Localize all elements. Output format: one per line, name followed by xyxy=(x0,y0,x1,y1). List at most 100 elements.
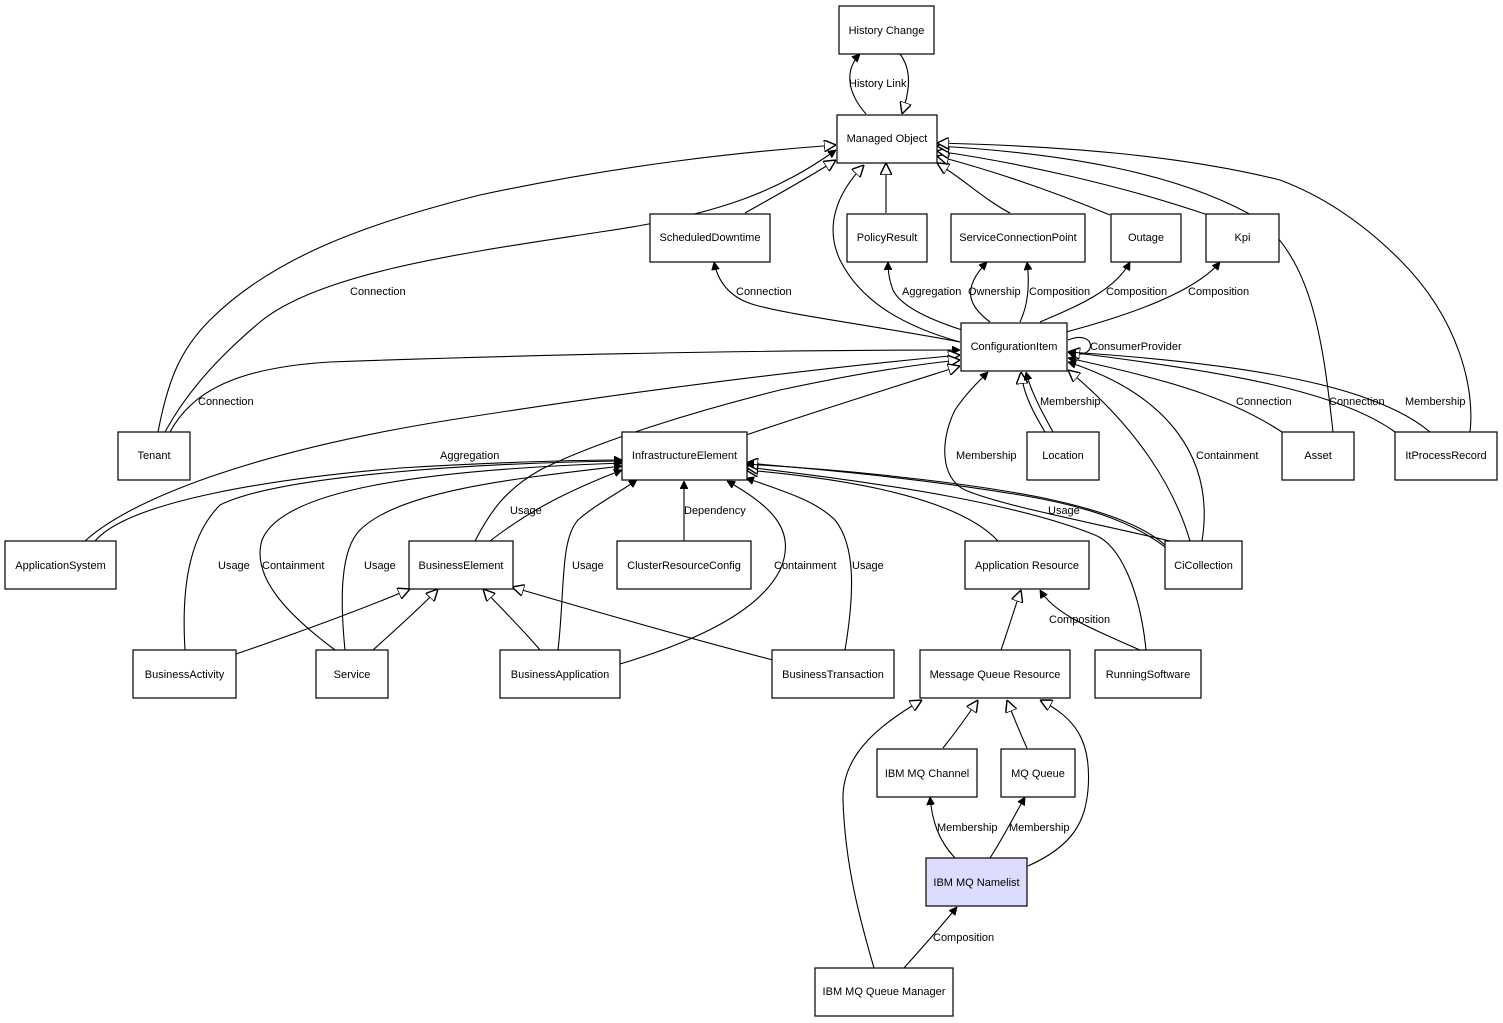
node-cluster-resource-config[interactable]: ClusterResourceConfig xyxy=(616,540,752,590)
node-label: Asset xyxy=(1304,450,1332,462)
node-label: Message Queue Resource xyxy=(930,669,1061,681)
edge-label-composition: Composition xyxy=(1106,286,1167,298)
node-label: Service xyxy=(334,669,371,681)
node-business-transaction[interactable]: BusinessTransaction xyxy=(771,649,895,699)
edge-label-membership: Membership xyxy=(956,450,1017,462)
node-label: IBM MQ Queue Manager xyxy=(823,986,946,998)
node-configuration-item[interactable]: ConfigurationItem xyxy=(960,322,1068,372)
node-managed-object[interactable]: Managed Object xyxy=(836,114,938,164)
node-kpi[interactable]: Kpi xyxy=(1205,213,1280,263)
edge-ci-composition-kpi xyxy=(1065,262,1220,333)
edge-business-activity-to-be xyxy=(235,589,410,655)
edge-business-element-usage-ie xyxy=(489,470,622,542)
edge-label-ownership: Ownership xyxy=(968,286,1021,298)
edge-ci-consumer-provider xyxy=(1068,337,1092,354)
edge-ci-composition-outage xyxy=(1039,262,1131,323)
edge-cicollection-usage-ie xyxy=(746,464,1166,546)
edge-service-to-be xyxy=(372,589,438,651)
edge-ibm-mq-queue-manager-to-mqr xyxy=(842,700,922,969)
edge-label-aggregation: Aggregation xyxy=(902,286,961,298)
node-application-system[interactable]: ApplicationSystem xyxy=(4,540,117,590)
edge-tenant-connection-ci xyxy=(169,350,960,433)
node-label: Managed Object xyxy=(847,133,928,145)
edge-location-membership-ci xyxy=(1026,372,1054,433)
node-ibm-mq-channel[interactable]: IBM MQ Channel xyxy=(876,748,978,798)
edge-scp-to-managed-object xyxy=(937,163,1011,214)
edge-running-software-composition-ar xyxy=(1039,590,1141,651)
node-it-process-record[interactable]: ItProcessRecord xyxy=(1394,431,1498,481)
edge-history-change-to-managed-object xyxy=(900,53,909,114)
edge-label-usage: Usage xyxy=(852,560,884,572)
edge-label-connection: Connection xyxy=(736,286,792,298)
node-ci-collection[interactable]: CiCollection xyxy=(1164,540,1243,590)
edge-cicollection-to-ci xyxy=(1068,370,1191,542)
node-location[interactable]: Location xyxy=(1026,431,1100,481)
node-label: ScheduledDowntime xyxy=(660,232,761,244)
edge-label-usage: Usage xyxy=(218,560,250,572)
edge-label-connection: Connection xyxy=(1236,396,1292,408)
edge-label-consumer-provider: ConsumerProvider xyxy=(1090,341,1182,353)
edge-service-usage-ie xyxy=(341,466,622,651)
edge-kpi-to-managed-object xyxy=(937,151,1209,216)
edge-label-history-link: History Link xyxy=(849,78,907,90)
edge-tenant-connection-managed-object xyxy=(164,150,836,433)
node-scheduled-downtime[interactable]: ScheduledDowntime xyxy=(649,213,771,263)
edge-label-dependency: Dependency xyxy=(684,505,746,517)
edge-business-element-to-ci xyxy=(474,360,960,542)
node-mq-queue[interactable]: MQ Queue xyxy=(1000,748,1076,798)
edge-ci-ownership-scp xyxy=(970,262,991,323)
edge-itpr-to-ci xyxy=(1068,352,1396,433)
node-ibm-mq-queue-manager[interactable]: IBM MQ Queue Manager xyxy=(814,967,954,1017)
node-history-change[interactable]: History Change xyxy=(838,5,935,55)
node-label: ItProcessRecord xyxy=(1405,450,1486,462)
edge-label-membership: Membership xyxy=(1040,396,1101,408)
node-ibm-mq-namelist[interactable]: IBM MQ Namelist xyxy=(925,857,1028,907)
node-running-software[interactable]: RunningSoftware xyxy=(1094,649,1202,699)
nodes: History Change Managed Object ScheduledD… xyxy=(4,5,1498,1017)
edge-tenant-to-managed-object xyxy=(157,145,836,433)
node-label: Application Resource xyxy=(975,560,1079,572)
node-asset[interactable]: Asset xyxy=(1281,431,1355,481)
edge-cicollection-to-ie xyxy=(746,463,1166,548)
edges xyxy=(84,53,1472,969)
node-policy-result[interactable]: PolicyResult xyxy=(846,213,928,263)
node-label: BusinessApplication xyxy=(511,669,609,681)
node-business-application[interactable]: BusinessApplication xyxy=(499,649,621,699)
edge-ibm-mq-channel-to-mqr xyxy=(942,700,978,749)
edge-label-aggregation: Aggregation xyxy=(440,450,499,462)
edge-label-usage: Usage xyxy=(364,560,396,572)
edge-label-connection: Connection xyxy=(198,396,254,408)
edge-labels: History Link Connection Connection Aggre… xyxy=(198,78,1466,944)
edge-ibm-mq-namelist-to-mqr xyxy=(1027,700,1090,867)
node-label: Kpi xyxy=(1235,232,1251,244)
edge-business-application-containment-ie xyxy=(619,480,786,665)
node-label: InfrastructureElement xyxy=(632,450,737,462)
node-application-resource[interactable]: Application Resource xyxy=(964,540,1090,590)
node-outage[interactable]: Outage xyxy=(1110,213,1182,263)
edge-label-containment: Containment xyxy=(262,560,324,572)
edge-itpr-to-managed-object xyxy=(937,143,1472,433)
node-business-activity[interactable]: BusinessActivity xyxy=(132,649,237,699)
node-business-element[interactable]: BusinessElement xyxy=(408,540,514,590)
node-label: ApplicationSystem xyxy=(15,560,106,572)
node-label: RunningSoftware xyxy=(1106,669,1190,681)
edge-message-queue-resource-to-ar xyxy=(1000,590,1021,651)
node-message-queue-resource[interactable]: Message Queue Resource xyxy=(919,649,1071,699)
edge-asset-connection-ci xyxy=(1068,358,1283,433)
edge-cicollection-membership-ci xyxy=(944,372,1171,542)
edge-application-resource-to-ie xyxy=(746,470,999,542)
edge-ci-to-managed-object xyxy=(832,165,961,343)
node-label: History Change xyxy=(849,25,925,37)
node-label: ConfigurationItem xyxy=(971,341,1058,353)
node-label: Tenant xyxy=(137,450,170,462)
node-label: CiCollection xyxy=(1174,560,1233,572)
node-service-connection-point[interactable]: ServiceConnectionPoint xyxy=(950,213,1086,263)
node-service[interactable]: Service xyxy=(315,649,389,699)
node-tenant[interactable]: Tenant xyxy=(117,431,191,481)
node-label: Outage xyxy=(1128,232,1164,244)
edge-application-system-to-ci xyxy=(84,355,960,542)
edge-cicollection-containment-ci xyxy=(1068,362,1205,542)
edge-infrastructure-element-to-ci xyxy=(745,366,960,436)
node-infrastructure-element[interactable]: InfrastructureElement xyxy=(621,431,748,481)
